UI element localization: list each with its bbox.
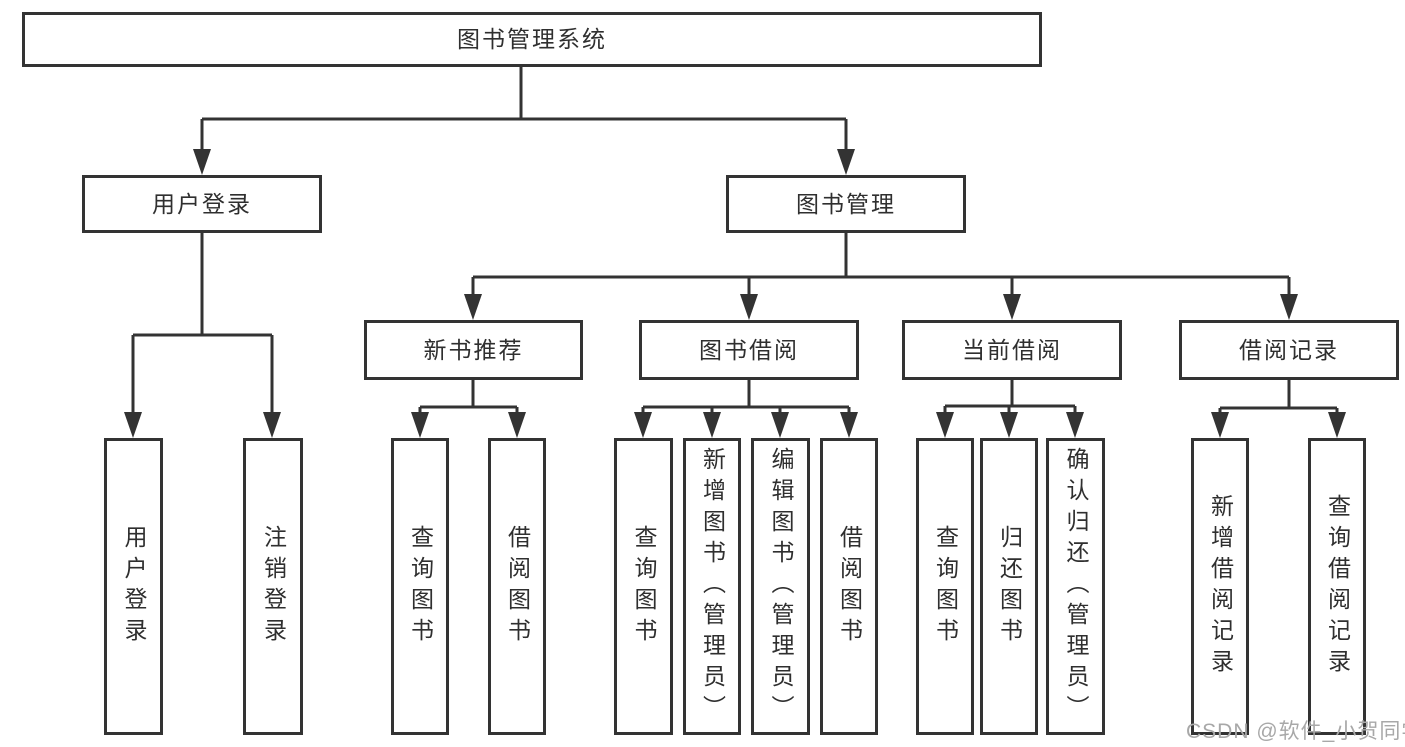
connector-book-mgmt-branch [464, 233, 1298, 320]
leaf-borrow-book-1: 借阅图书 [488, 438, 546, 735]
node-borrow-record: 借阅记录 [1179, 320, 1399, 380]
leaf-logout: 注销登录 [243, 438, 303, 735]
node-book-borrow-label: 图书借阅 [699, 336, 799, 363]
node-book-management-label: 图书管理 [796, 190, 896, 217]
node-book-borrow: 图书借阅 [639, 320, 859, 380]
leaf-logout-label: 注销登录 [260, 524, 287, 649]
leaf-edit-book-admin: 编辑图书（管理员） [751, 438, 810, 735]
node-user-login-label: 用户登录 [152, 190, 252, 217]
node-user-login: 用户登录 [82, 175, 322, 233]
leaf-add-book-admin: 新增图书（管理员） [683, 438, 741, 735]
leaf-add-book-admin-label: 新增图书（管理员） [699, 447, 726, 726]
connector-current-borrow-branch [936, 380, 1084, 438]
node-current-borrow-label: 当前借阅 [962, 336, 1062, 363]
leaf-query-book-2: 查询图书 [614, 438, 673, 735]
leaf-borrow-book-1-label: 借阅图书 [504, 524, 531, 649]
leaf-query-book-2-label: 查询图书 [631, 524, 657, 649]
leaf-borrow-book-2-label: 借阅图书 [836, 524, 863, 649]
connector-borrow-record-branch [1211, 380, 1346, 438]
leaf-query-book-1-label: 查询图书 [407, 524, 434, 649]
leaf-return-book-label: 归还图书 [996, 524, 1023, 649]
leaf-user-login: 用户登录 [104, 438, 163, 735]
connector-new-book-branch [411, 380, 526, 438]
node-borrow-record-label: 借阅记录 [1239, 336, 1339, 363]
leaf-query-book-1: 查询图书 [391, 438, 449, 735]
leaf-query-book-3-label: 查询图书 [932, 524, 959, 649]
node-root-system: 图书管理系统 [22, 12, 1042, 67]
leaf-confirm-return-admin-label: 确认归还（管理员） [1063, 447, 1089, 726]
leaf-query-book-3: 查询图书 [916, 438, 974, 735]
connector-root-to-level2 [193, 67, 855, 175]
leaf-add-borrow-record: 新增借阅记录 [1191, 438, 1249, 735]
leaf-add-borrow-record-label: 新增借阅记录 [1207, 493, 1234, 680]
node-current-borrow: 当前借阅 [902, 320, 1122, 380]
leaf-edit-book-admin-label: 编辑图书（管理员） [768, 447, 794, 726]
leaf-query-borrow-record-label: 查询借阅记录 [1324, 493, 1351, 680]
leaf-query-borrow-record: 查询借阅记录 [1308, 438, 1366, 735]
node-book-management: 图书管理 [726, 175, 966, 233]
leaf-return-book: 归还图书 [980, 438, 1038, 735]
connector-book-borrow-branch [634, 380, 858, 438]
leaf-confirm-return-admin: 确认归还（管理员） [1046, 438, 1105, 735]
node-new-book-recommend-label: 新书推荐 [423, 336, 524, 363]
leaf-user-login-label: 用户登录 [121, 524, 147, 649]
node-root-system-label: 图书管理系统 [457, 26, 607, 52]
node-new-book-recommend: 新书推荐 [364, 320, 583, 380]
leaf-borrow-book-2: 借阅图书 [820, 438, 878, 735]
csdn-watermark: CSDN @软件_小贺同学 [1186, 720, 1405, 743]
connector-user-login-branch [124, 233, 281, 438]
